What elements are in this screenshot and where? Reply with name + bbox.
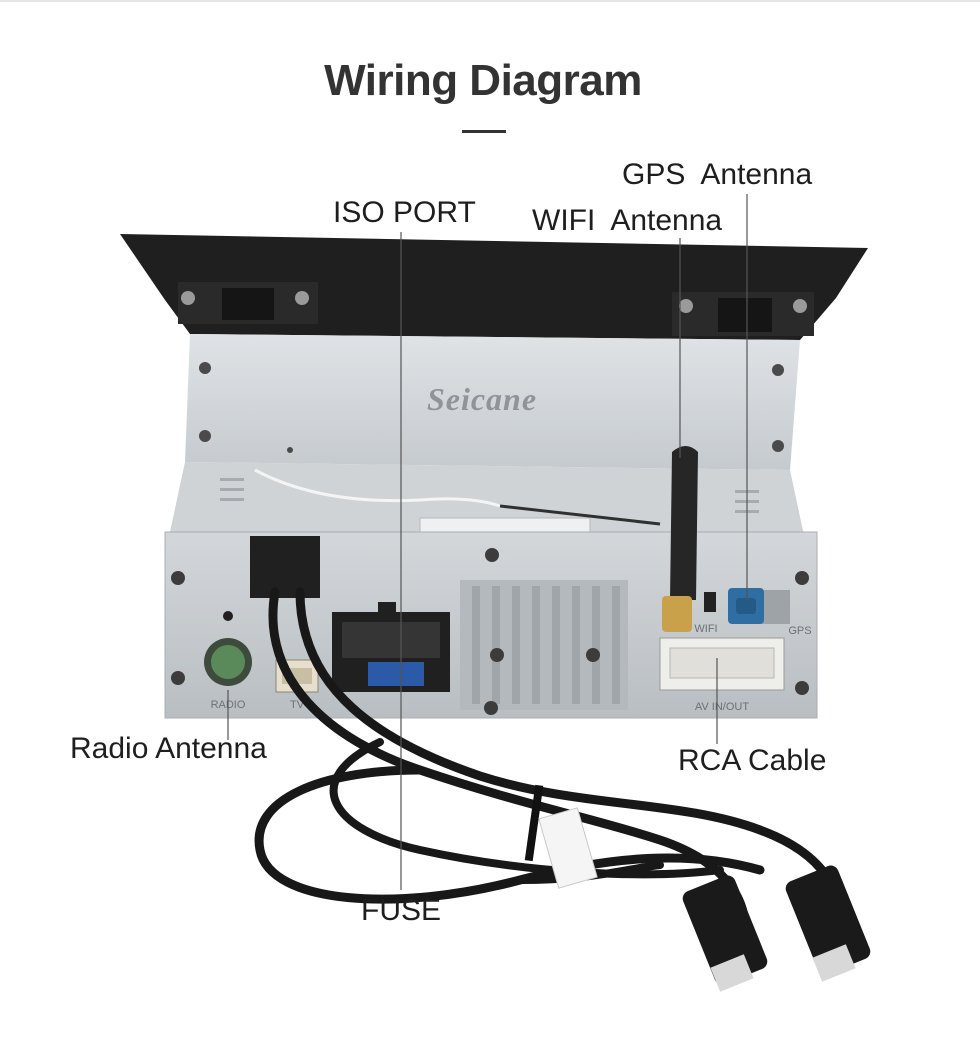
brand-logo: Seicane — [427, 381, 537, 417]
gps-antenna-label: GPS Antenna — [622, 158, 813, 191]
fuse-label: FUSE — [361, 894, 442, 927]
usb-cable — [250, 536, 871, 992]
page-title: Wiring Diagram — [324, 56, 642, 105]
av-port-marking: AV IN/OUT — [695, 701, 749, 713]
iso-port-label: ISO PORT — [333, 196, 476, 229]
heatsink — [460, 580, 628, 710]
gps-connector: GPS — [728, 588, 812, 637]
heatsink-fins — [472, 586, 620, 704]
radio-port: RADIO — [204, 611, 252, 711]
bezel-brackets — [178, 282, 814, 336]
tv-port-marking: TV — [290, 699, 305, 711]
serial-sticker — [419, 517, 591, 533]
chassis-top — [170, 462, 805, 540]
rca-cable-label: RCA Cable — [678, 744, 827, 777]
wifi-antenna-wire — [499, 504, 661, 526]
leader-lines — [227, 194, 748, 890]
iso-connector — [332, 602, 450, 692]
top-divider — [0, 0, 980, 2]
cover-screws — [199, 362, 784, 453]
title-underline — [462, 130, 506, 133]
panel-screws — [171, 548, 809, 715]
av-connector: AV IN/OUT — [659, 637, 785, 713]
white-wire — [254, 468, 501, 508]
radio-antenna-label: Radio Antenna — [70, 732, 267, 765]
wifi-antenna-label: WIFI Antenna — [532, 204, 723, 237]
gps-port-marking: GPS — [788, 625, 811, 637]
wifi-antenna: WIFI — [662, 446, 718, 635]
wifi-port-marking: WIFI — [694, 623, 717, 635]
top-cover — [185, 334, 800, 470]
